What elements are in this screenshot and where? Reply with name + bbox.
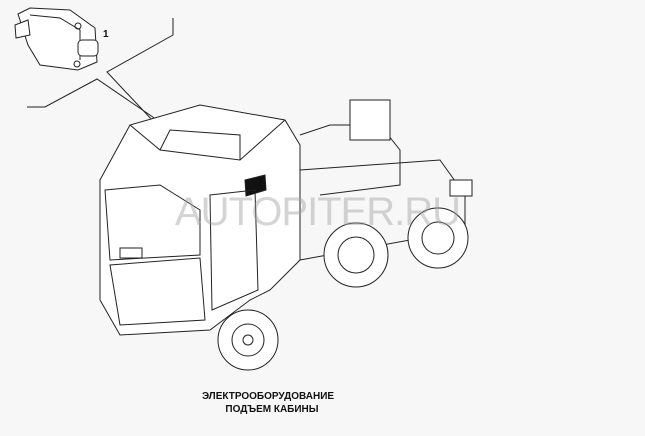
caption-line-2: ПОДЪЕМ КАБИНЫ [225, 404, 319, 415]
switch-component [14, 7, 99, 71]
caption-line-1: ЭЛЕКТРООБОРУДОВАНИЕ [201, 391, 335, 402]
watermark: AUTOPITER.RU [175, 190, 461, 234]
callout-number: 1 [103, 29, 109, 40]
truck [99, 99, 473, 371]
